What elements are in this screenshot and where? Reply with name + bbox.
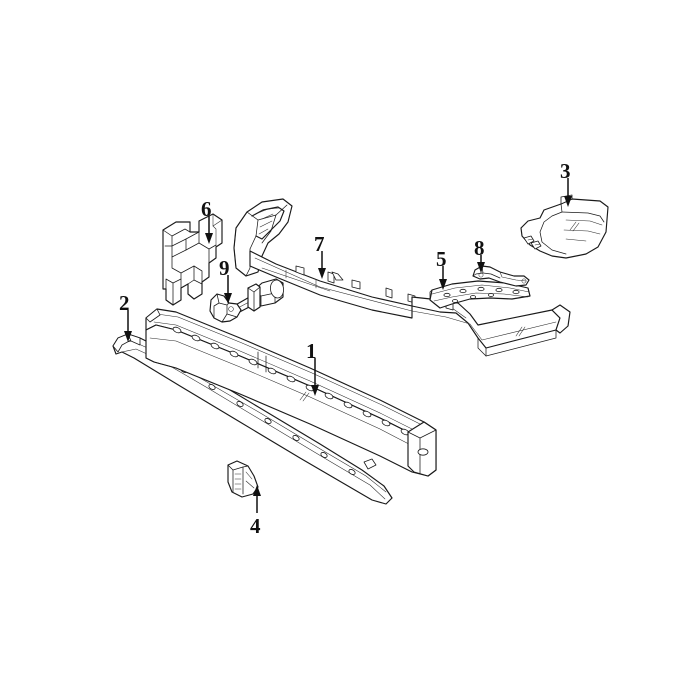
part-2-lower-valance-molding: [112, 333, 393, 505]
callout-label-9: 9: [219, 256, 230, 280]
part-7-bumper-impact-bar: [233, 198, 571, 357]
callout-leaders: [124, 178, 572, 513]
callout-label-1: 1: [306, 339, 317, 363]
part-6-splash-shield: [162, 213, 223, 306]
part-5-reinforcement-plate: [429, 280, 531, 309]
callout-label-7: 7: [314, 232, 325, 256]
callout-label-8: 8: [474, 236, 485, 260]
callout-label-5: 5: [436, 247, 447, 271]
part-1-bumper-face-bar: [145, 308, 437, 477]
part-4-filler-bracket: [227, 460, 259, 498]
callout-label-2: 2: [119, 291, 130, 315]
callout-label-3: 3: [560, 159, 571, 183]
callout-label-6: 6: [201, 197, 212, 221]
callout-label-4: 4: [250, 514, 261, 538]
part-9-energy-absorber-strut: [209, 278, 284, 323]
part-3-bumper-end-cap: [520, 194, 609, 259]
